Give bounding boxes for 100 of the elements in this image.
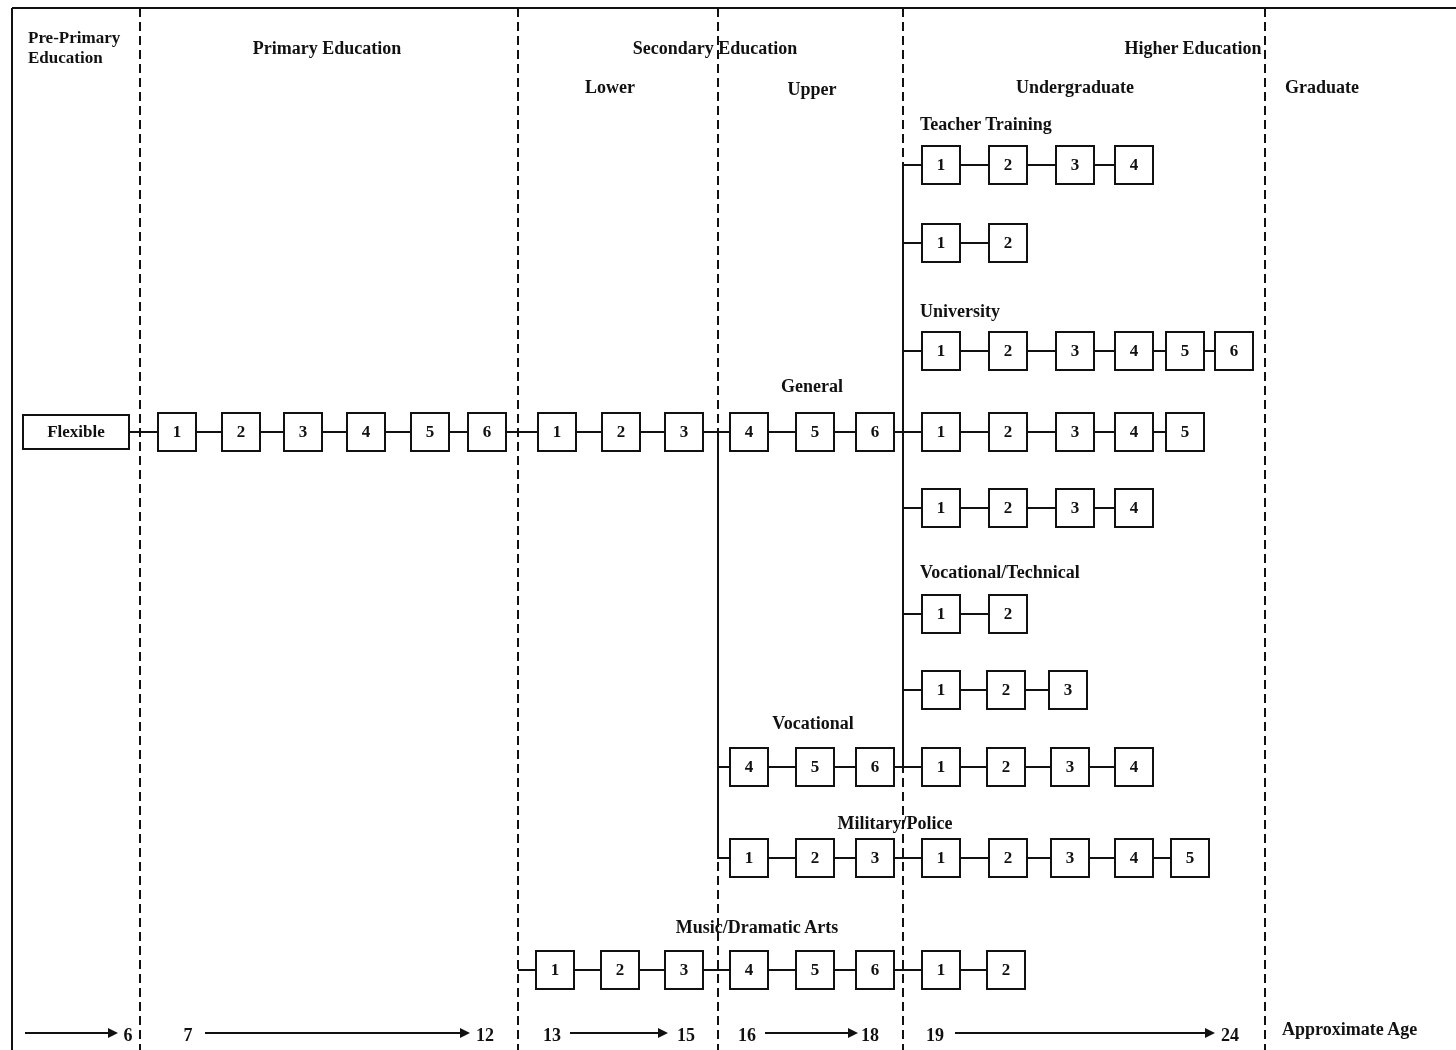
grade-box: 3 [1055,145,1095,185]
grade-box: 2 [221,412,261,452]
track-label: General [781,376,843,396]
connector-line [1204,350,1215,352]
connector-line [960,507,989,509]
connector-line [1089,766,1115,768]
column-heading: Higher Education [1124,38,1262,58]
grade-box: 5 [1165,331,1205,371]
age-label: 24 [1221,1025,1239,1045]
connector-line [894,857,922,859]
grade-box: 1 [729,838,769,878]
connector-line [1027,164,1056,166]
track-label: University [920,301,1000,321]
track-label: Teacher Training [920,114,1052,134]
grade-box: 1 [921,594,961,634]
connector-line [768,431,796,433]
connector-line [1153,350,1166,352]
connector-line [768,857,796,859]
column-heading: Pre-Primary Education [28,28,122,68]
grade-box: Flexible [22,414,130,450]
grade-box: 2 [988,488,1028,528]
grade-box: 5 [1165,412,1205,452]
grade-box: 1 [921,670,961,710]
grade-box: 3 [664,950,704,990]
connector-line [1094,431,1115,433]
connector-line [1094,350,1115,352]
grade-box: 1 [537,412,577,452]
connector-line [1025,689,1049,691]
connector-line [960,689,987,691]
connector-line [834,431,856,433]
grade-box: 1 [921,747,961,787]
grade-box: 2 [601,412,641,452]
grade-box: 3 [1055,412,1095,452]
grade-box: 4 [729,412,769,452]
track-label: Military/Police [837,813,953,833]
connector-line [960,431,989,433]
grade-box: 5 [795,950,835,990]
connector-line [960,766,987,768]
grade-box: 2 [986,670,1026,710]
grade-box: 4 [1114,331,1154,371]
grade-box: 4 [1114,145,1154,185]
grade-box: 1 [535,950,575,990]
grade-box: 2 [988,223,1028,263]
grade-box: 4 [729,747,769,787]
connector-line [1027,431,1056,433]
column-heading: Primary Education [252,38,402,58]
grade-box: 3 [283,412,323,452]
connector-line [1027,507,1056,509]
grade-box: 5 [410,412,450,452]
connector-line [768,969,796,971]
connector-line [506,431,538,433]
grade-box: 4 [1114,838,1154,878]
grade-box: 4 [1114,488,1154,528]
connector-line [385,431,411,433]
connector-line [1153,431,1166,433]
grade-box: 5 [1170,838,1210,878]
track-label: Vocational/Technical [920,562,1080,582]
connector-line [196,431,222,433]
grade-box: 1 [921,488,961,528]
grade-box: 2 [988,331,1028,371]
grade-box: 1 [157,412,197,452]
grade-box: 6 [855,412,895,452]
connector-line [1027,350,1056,352]
column-heading: Lower [585,77,635,97]
grade-box: 2 [988,412,1028,452]
grade-box: 2 [600,950,640,990]
column-heading: Secondary Education [632,38,798,58]
connector-line [576,431,602,433]
connector-line [1089,857,1115,859]
connector-line [1094,507,1115,509]
column-heading: Graduate [1285,77,1359,97]
grade-box: 2 [986,747,1026,787]
age-label: 15 [677,1025,695,1045]
connector-line [639,969,665,971]
connector-line [640,431,665,433]
grade-box: 4 [1114,412,1154,452]
age-label: 7 [183,1025,193,1045]
grade-box: 3 [1048,670,1088,710]
grade-box: 1 [921,412,961,452]
age-label: 19 [926,1025,944,1045]
connector-line [768,766,796,768]
column-heading: Upper [787,79,837,99]
track-label: Vocational [772,713,854,733]
connector-line [1027,857,1051,859]
connector-line [1025,766,1051,768]
grade-box: 4 [729,950,769,990]
connector-line [960,857,989,859]
age-label: 13 [543,1025,561,1045]
track-label: Music/Dramatic Arts [675,917,839,937]
age-label: 12 [476,1025,494,1045]
connector-line [517,969,536,971]
connector-line [1094,164,1115,166]
grade-box: 5 [795,412,835,452]
connector-line [834,766,856,768]
grade-box: 2 [988,838,1028,878]
connector-line [834,857,856,859]
grade-box: 3 [1050,838,1090,878]
connector-line [322,431,347,433]
connector-line [894,969,922,971]
connector-line [129,431,158,433]
